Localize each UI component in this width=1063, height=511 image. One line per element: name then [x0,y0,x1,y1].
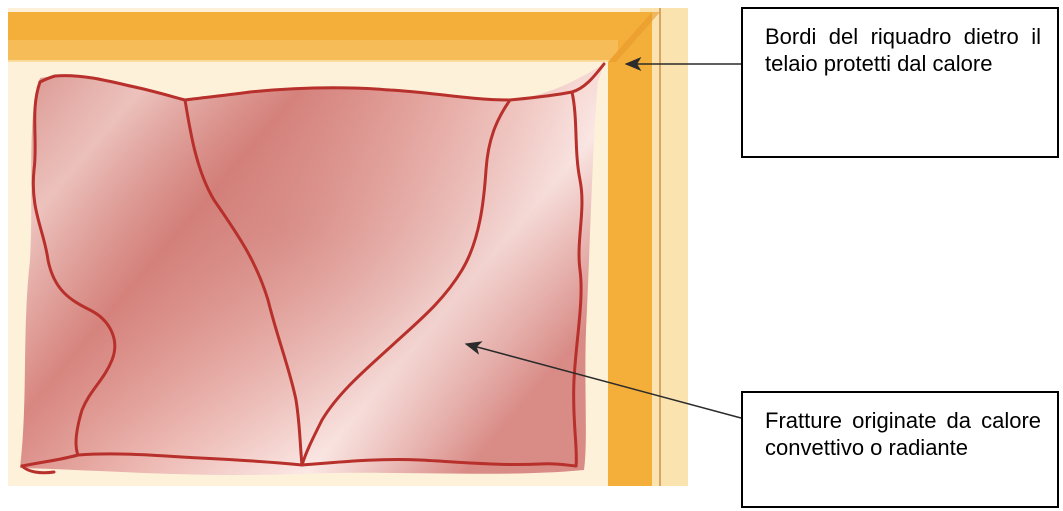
frame-right-bar [608,12,652,486]
callout-protected-edges: Bordi del riquadro dietro il telaio prot… [741,7,1059,158]
callout-fractures-text: Fratture originate da calore convettivo … [765,408,1041,460]
glass-pane-glow [20,64,604,475]
callout-fractures: Fratture originate da calore convettivo … [741,391,1059,508]
callout-protected-edges-text: Bordi del riquadro dietro il telaio prot… [765,24,1041,76]
frame-top-light [8,40,618,62]
